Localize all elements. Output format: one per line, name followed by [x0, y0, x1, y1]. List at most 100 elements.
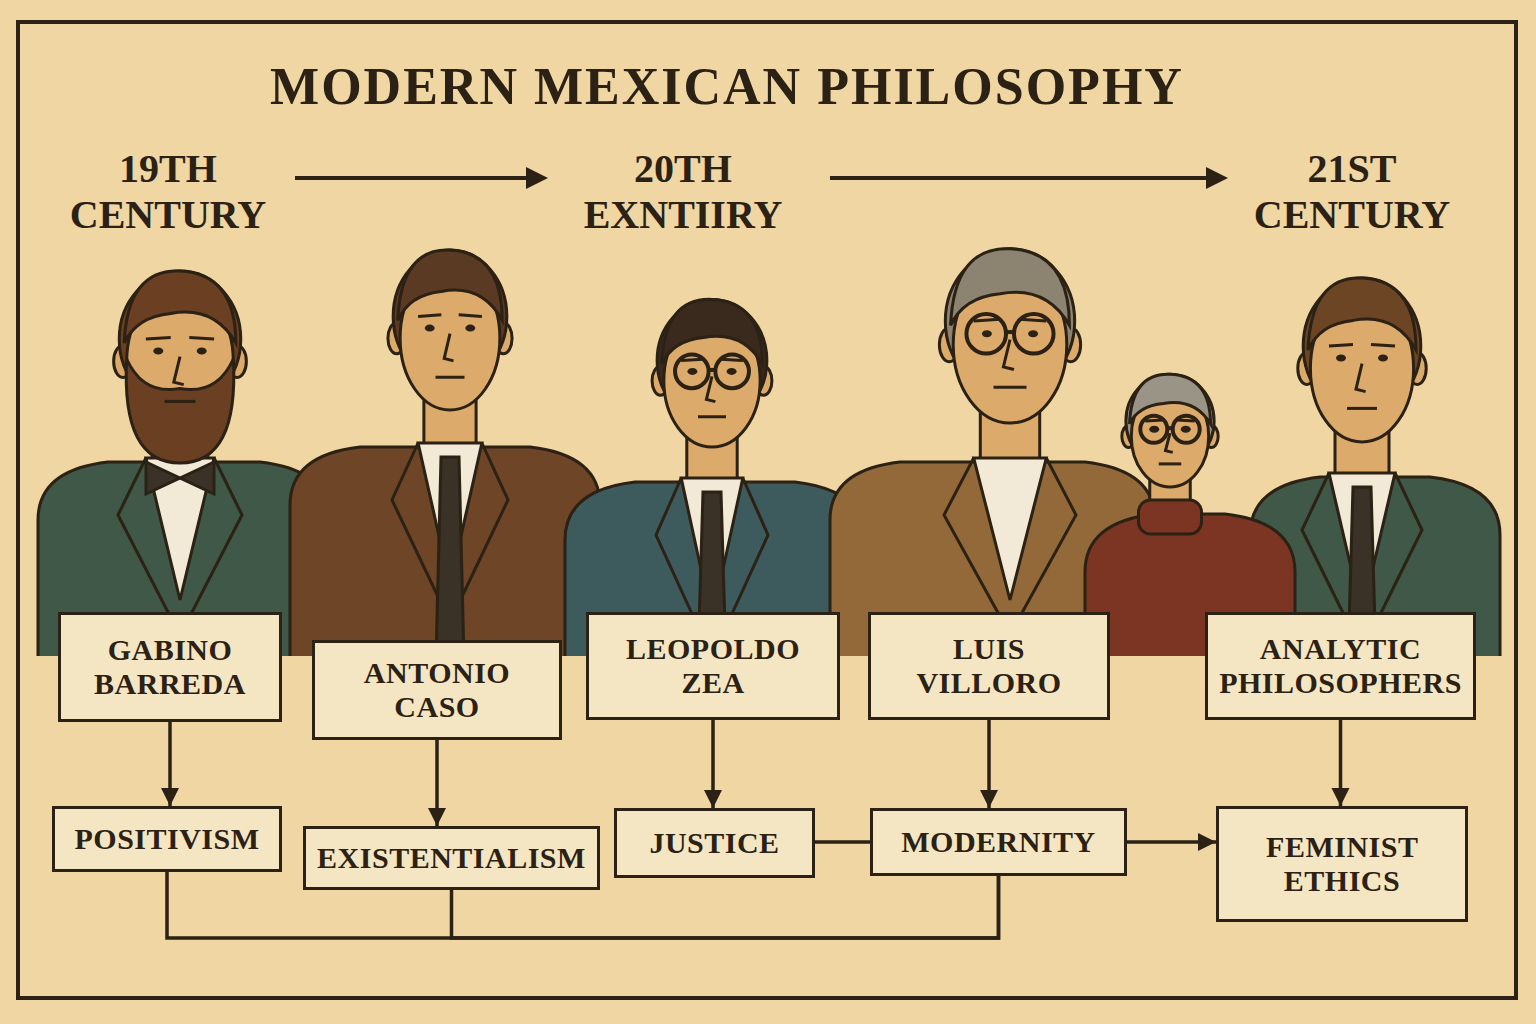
arrow-head — [428, 808, 446, 826]
hair — [951, 249, 1070, 326]
bowtie — [180, 462, 214, 494]
mouth — [1347, 407, 1377, 410]
arrow-head — [980, 790, 998, 808]
nose — [1003, 340, 1014, 370]
concept-box: EXISTENTIALISM — [303, 826, 600, 890]
glasses — [1167, 426, 1172, 430]
century-label: 19TH CENTURY — [70, 146, 266, 238]
box-text: GABINO BARREDA — [94, 633, 246, 702]
portraits — [38, 249, 1500, 656]
sweater-collar — [1139, 500, 1202, 534]
nose — [174, 357, 184, 385]
brow — [189, 337, 214, 339]
glasses — [675, 355, 709, 389]
arrow-head — [161, 788, 179, 806]
eye — [727, 368, 737, 375]
portrait — [290, 250, 600, 656]
arrow-line — [295, 176, 530, 180]
glasses — [1014, 314, 1054, 354]
box-text: LUIS VILLORO — [916, 632, 1061, 701]
mouth — [436, 376, 465, 379]
philosopher-box: LEOPOLDO ZEA — [586, 612, 840, 720]
brow — [720, 359, 742, 360]
arrow-line — [830, 176, 1210, 180]
portrait — [38, 271, 330, 656]
century-label: 20TH EXNTIIRY — [584, 146, 783, 238]
brow — [418, 315, 441, 317]
bowtie — [146, 462, 180, 494]
box-text: POSITIVISM — [74, 822, 259, 857]
mouth — [994, 386, 1027, 389]
glasses — [966, 314, 1006, 354]
connector — [980, 720, 998, 808]
hair — [662, 299, 763, 364]
eye — [465, 325, 475, 332]
eye — [1028, 330, 1038, 337]
brow — [1020, 319, 1046, 321]
box-text: EXISTENTIALISM — [317, 841, 586, 876]
nose — [444, 334, 453, 361]
glasses — [715, 355, 749, 389]
box-text: MODERNITY — [901, 825, 1096, 860]
brow — [459, 315, 482, 317]
hair — [398, 250, 502, 320]
lapel — [458, 443, 508, 605]
shirt — [974, 458, 1047, 600]
box-text: LEOPOLDO ZEA — [626, 632, 800, 701]
brow — [1145, 420, 1163, 421]
shirt — [146, 458, 214, 600]
brow — [1329, 344, 1353, 346]
hair — [1308, 278, 1416, 350]
arrow-head — [526, 167, 548, 189]
brow — [146, 337, 171, 339]
eye — [1378, 355, 1388, 362]
glasses — [1006, 330, 1014, 334]
century-label: 21ST CENTURY — [1254, 146, 1450, 238]
hair — [124, 271, 236, 343]
eye — [1181, 426, 1191, 433]
philosopher-box: LUIS VILLORO — [868, 612, 1110, 720]
hair — [1130, 374, 1211, 424]
arrow-head — [704, 790, 722, 808]
arrow-head — [1332, 788, 1350, 806]
header-arrow — [830, 167, 1228, 189]
eye — [1149, 426, 1159, 433]
glasses — [1173, 416, 1200, 443]
frame — [18, 22, 1516, 998]
lapel — [392, 443, 442, 605]
philosopher-box: GABINO BARREDA — [58, 612, 282, 722]
box-text: ANTONIO CASO — [364, 656, 510, 725]
box-text: FEMINIST ETHICS — [1266, 830, 1418, 899]
diagram-title: MODERN MEXICAN PHILOSOPHY — [127, 58, 1327, 115]
brow — [1177, 420, 1195, 421]
connector — [1332, 720, 1350, 806]
box-text: JUSTICE — [649, 826, 779, 861]
glasses — [709, 368, 716, 372]
eye — [1336, 355, 1346, 362]
concept-box: FEMINIST ETHICS — [1216, 806, 1468, 922]
lapel — [1302, 473, 1354, 635]
philosopher-box: ANALYTIC PHILOSOPHERS — [1205, 612, 1476, 720]
mouth — [1159, 462, 1182, 465]
connector — [704, 720, 722, 808]
eye — [153, 348, 163, 355]
mouth — [698, 415, 726, 418]
eye — [982, 330, 992, 337]
lapel — [1018, 458, 1076, 620]
connector — [815, 842, 870, 843]
connector — [1127, 833, 1216, 851]
eye — [425, 325, 435, 332]
portrait — [565, 299, 865, 656]
brow — [974, 319, 1000, 321]
arrow-head — [1198, 833, 1216, 851]
suit — [290, 447, 600, 656]
glasses — [1140, 416, 1167, 443]
nose — [1356, 364, 1366, 392]
brow — [681, 359, 703, 360]
brow — [1371, 344, 1395, 346]
lapel — [1370, 473, 1422, 635]
lapel — [944, 458, 1002, 620]
concept-box: JUSTICE — [614, 808, 815, 878]
